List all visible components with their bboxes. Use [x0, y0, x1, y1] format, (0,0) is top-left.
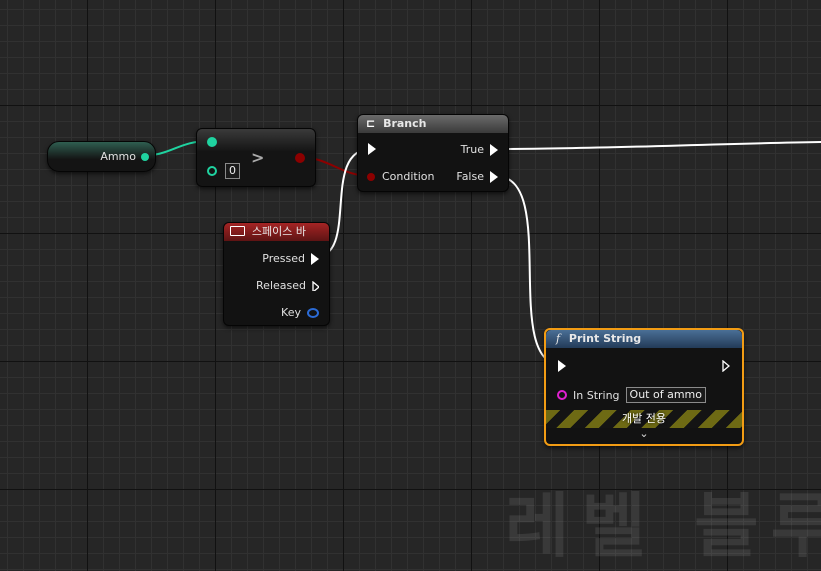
branch-exec-in-pin[interactable]: [368, 143, 376, 155]
ammo-variable-node[interactable]: Ammo: [47, 141, 156, 172]
branch-true-label: True: [460, 143, 484, 156]
space-bar-header: 스페이스 바: [224, 223, 329, 241]
expand-chevron-icon[interactable]: ⌄: [639, 427, 649, 440]
compare-output-pin[interactable]: [295, 153, 305, 163]
watermark-text: 레벨 블루: [505, 485, 821, 567]
branch-header: ⊏ Branch: [358, 115, 508, 133]
pressed-label: Pressed: [262, 252, 305, 265]
compare-input-b-pin[interactable]: [207, 166, 217, 176]
in-string-pin[interactable]: [557, 390, 567, 400]
pressed-exec-pin[interactable]: [311, 252, 319, 265]
true-exec-wire: [495, 141, 821, 150]
in-string-field[interactable]: Out of ammo: [625, 387, 706, 403]
ammo-variable-label: Ammo: [100, 150, 136, 163]
function-icon: f: [556, 332, 561, 345]
branch-icon: ⊏: [366, 117, 376, 130]
compare-operator-label: >: [251, 148, 265, 167]
branch-title: Branch: [383, 117, 427, 130]
branch-condition-label: Condition: [382, 170, 435, 183]
development-only-banner: 개발 전용: [546, 410, 742, 428]
wire-layer: [136, 140, 821, 366]
development-only-label: 개발 전용: [622, 412, 666, 425]
compare-input-b-field[interactable]: 0: [225, 163, 240, 179]
print-string-node[interactable]: f Print String In String Out of ammo 개발 …: [544, 328, 744, 446]
branch-condition-pin[interactable]: [367, 172, 375, 181]
ammo-output-pin[interactable]: [141, 152, 149, 161]
print-string-header: f Print String: [546, 330, 742, 348]
branch-false-label: False: [456, 170, 484, 183]
false-exec-wire: [495, 175, 563, 366]
in-string-label: In String: [573, 388, 620, 402]
released-exec-pin[interactable]: [312, 280, 319, 291]
compare-input-a-pin[interactable]: [207, 137, 217, 147]
key-label: Key: [281, 306, 301, 319]
branch-false-pin[interactable]: [490, 170, 498, 183]
greater-than-node[interactable]: 0 >: [196, 128, 316, 187]
branch-true-pin[interactable]: [490, 143, 498, 156]
released-label: Released: [256, 279, 306, 292]
print-exec-out-pin[interactable]: [722, 360, 730, 372]
space-bar-title: 스페이스 바: [251, 225, 306, 238]
print-exec-in-pin[interactable]: [558, 360, 566, 372]
keyboard-icon: [230, 226, 245, 236]
key-output-pin[interactable]: [307, 307, 319, 318]
branch-node[interactable]: ⊏ Branch True Condition False: [357, 114, 509, 192]
space-bar-event-node[interactable]: 스페이스 바 Pressed Released Key: [223, 222, 330, 326]
print-string-title: Print String: [568, 332, 642, 345]
